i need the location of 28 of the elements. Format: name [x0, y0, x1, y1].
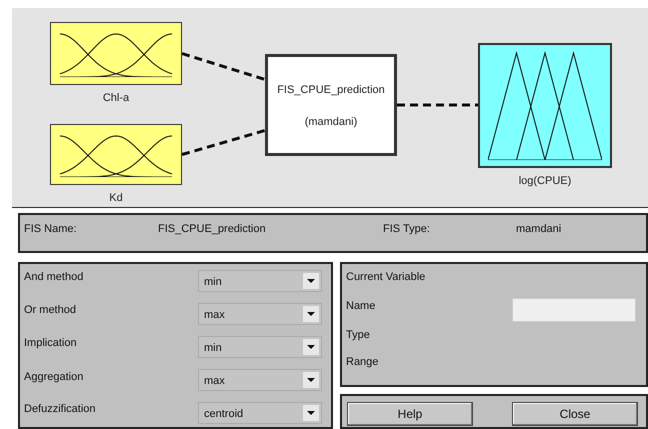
dropdown: max: [198, 303, 322, 325]
field-label: FIS Type:: [383, 223, 430, 235]
field-label: Name: [346, 300, 376, 312]
field-label: Or method: [24, 304, 76, 316]
field-label: Range: [346, 356, 378, 368]
field-label: And method: [24, 271, 84, 283]
dropdown: min: [198, 336, 322, 358]
field-label: Defuzzification: [24, 403, 96, 415]
dropdown: centroid: [198, 402, 322, 424]
variable-name: log(CPUE): [518, 175, 572, 187]
field-label: Aggregation: [24, 371, 84, 383]
field-value: FIS_CPUE_prediction: [158, 223, 266, 235]
connector-line: [182, 52, 266, 81]
connector-line: [182, 129, 266, 156]
system-type: (mamdani): [304, 116, 358, 128]
variable-name: Chl-a: [102, 92, 130, 104]
field-label: FIS Name:: [24, 223, 77, 235]
connector-line: [397, 104, 478, 106]
field-label: Implication: [24, 337, 77, 349]
field-label: Type: [346, 329, 370, 341]
system-name: FIS_CPUE_prediction: [276, 84, 386, 96]
variable-name: Kd: [108, 192, 124, 204]
section-heading: Current Variable: [346, 271, 426, 283]
dropdown: min: [198, 270, 322, 292]
field-value: mamdani: [516, 223, 562, 235]
dropdown: max: [198, 369, 322, 391]
close-button: Close: [512, 402, 638, 426]
help-button: Help: [347, 402, 473, 426]
